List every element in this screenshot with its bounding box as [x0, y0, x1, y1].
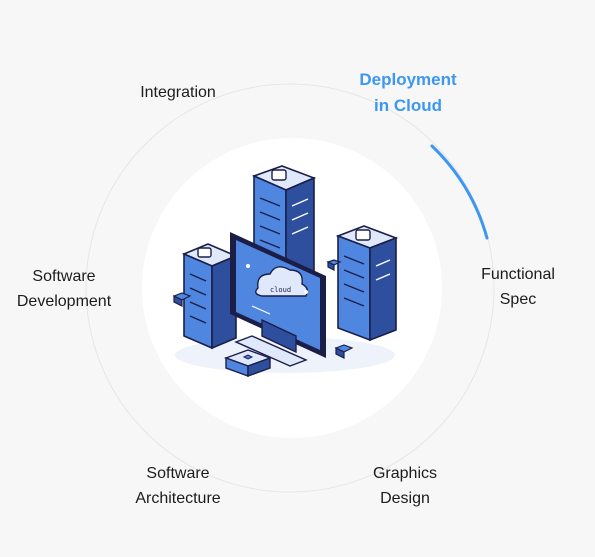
- stage-label-line: Graphics: [372, 465, 438, 482]
- stage-integration: Integration: [140, 80, 216, 105]
- cloud-icon: [255, 266, 309, 297]
- server-illustration: cloud: [172, 165, 399, 377]
- stage-label-line: Development: [16, 293, 112, 310]
- small-cubes: [172, 259, 354, 359]
- stage-label-line: Architecture: [135, 490, 221, 507]
- ring-track: [85, 83, 495, 493]
- stage-label-line: Software: [32, 268, 96, 285]
- stage-label-line: Spec: [499, 291, 537, 308]
- progress-arc: [430, 144, 489, 240]
- stage-label-line: Design: [380, 490, 430, 507]
- stage-deployment-in-cloud: Deployment in Cloud: [359, 67, 456, 119]
- cloud-screen-label: cloud: [270, 286, 291, 294]
- stage-label-line: Functional: [481, 266, 555, 283]
- router-box: [223, 349, 273, 377]
- stage-label-line: Integration: [140, 84, 216, 101]
- stage-label-line: Deployment: [359, 70, 457, 89]
- stage-label-line: Software: [146, 465, 210, 482]
- stage-label-line: in Cloud: [374, 96, 442, 115]
- server-left: [181, 243, 239, 350]
- monitor: cloud: [230, 232, 326, 367]
- server-right: [335, 225, 399, 342]
